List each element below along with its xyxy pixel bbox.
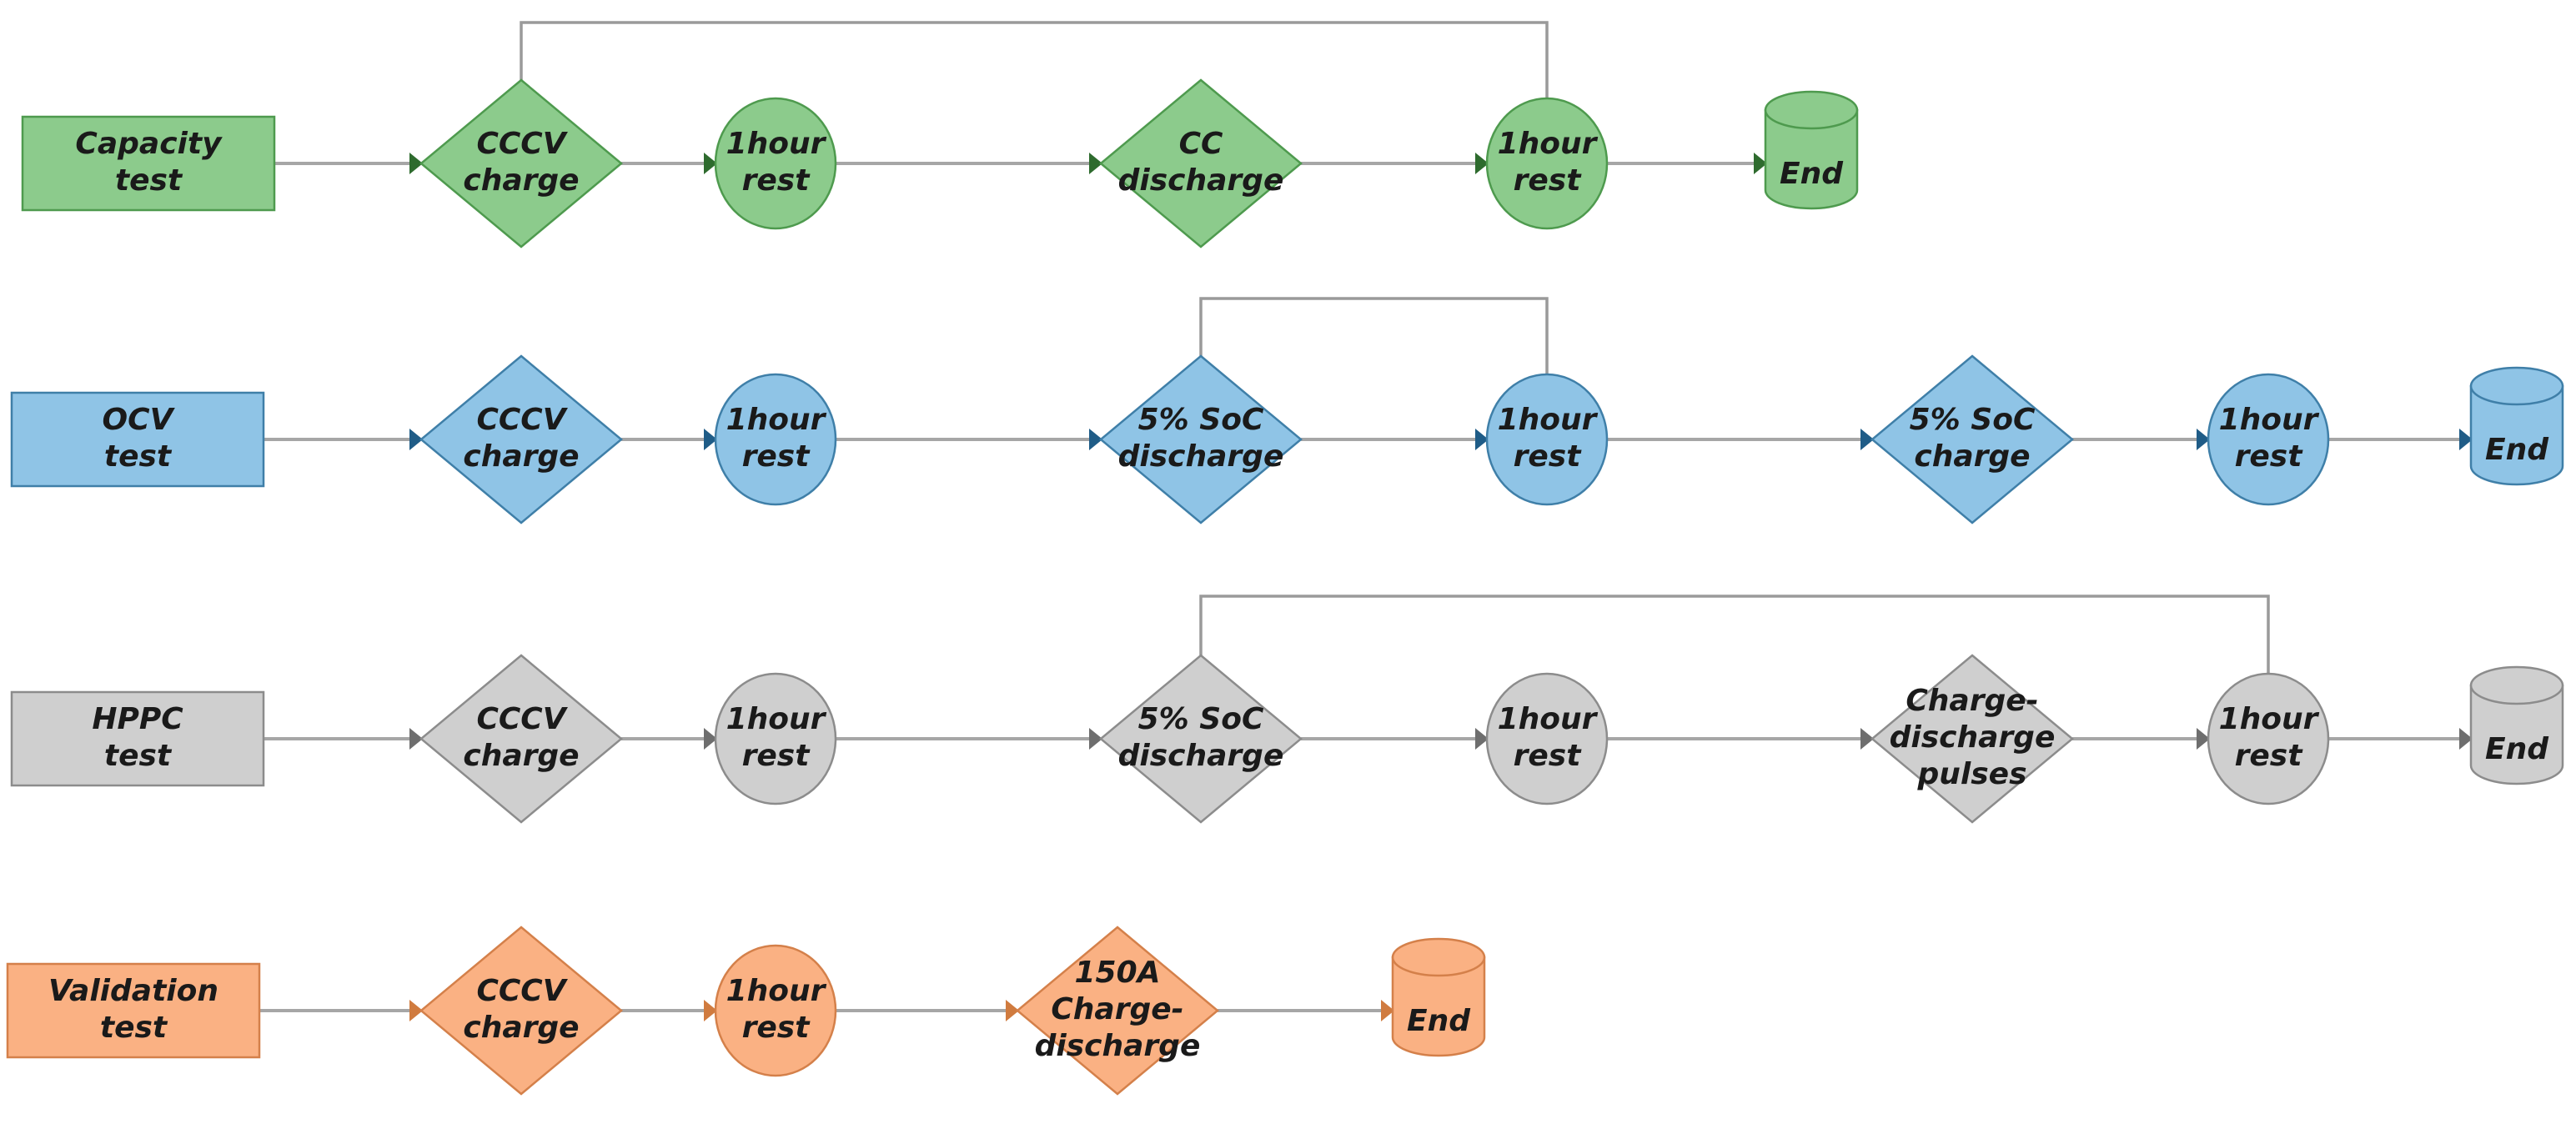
arrowhead-icon xyxy=(1089,728,1102,750)
loopback-line xyxy=(1199,595,2270,689)
arrowhead-icon xyxy=(1754,153,1767,174)
arrowhead-icon xyxy=(704,728,717,750)
loopback-line xyxy=(1199,297,1549,389)
rest-ellipse[interactable] xyxy=(2207,373,2330,506)
decision-diamond[interactable] xyxy=(1016,926,1219,1096)
arrowhead-icon xyxy=(1475,153,1489,174)
terminal-cylinder-body[interactable] xyxy=(1391,956,1486,1057)
arrowhead-icon xyxy=(1475,429,1489,450)
terminal-cylinder-body[interactable] xyxy=(2469,384,2564,486)
arrowhead-icon xyxy=(2197,728,2210,750)
node-ocv-test-7[interactable]: End xyxy=(2469,366,2564,486)
decision-diamond[interactable] xyxy=(419,354,623,524)
arrowhead-icon xyxy=(1006,1000,1019,1021)
rest-ellipse[interactable] xyxy=(1485,97,1609,230)
arrowhead-icon xyxy=(2459,728,2473,750)
arrowhead-icon xyxy=(1089,429,1102,450)
rest-ellipse[interactable] xyxy=(1485,373,1609,506)
decision-diamond[interactable] xyxy=(1870,354,2074,524)
arrowhead-icon xyxy=(704,153,717,174)
arrowhead-icon xyxy=(1089,153,1102,174)
arrowhead-icon xyxy=(1860,728,1874,750)
arrowhead-icon xyxy=(1475,728,1489,750)
rest-ellipse[interactable] xyxy=(714,373,837,506)
arrowhead-icon xyxy=(409,728,423,750)
terminal-cylinder-body[interactable] xyxy=(1764,108,1859,210)
arrowhead-icon xyxy=(409,153,423,174)
process-box[interactable] xyxy=(10,690,265,787)
terminal-cylinder-top[interactable] xyxy=(1391,937,1486,977)
loopback-line xyxy=(520,21,1549,113)
rest-ellipse[interactable] xyxy=(714,97,837,230)
rest-ellipse[interactable] xyxy=(2207,672,2330,805)
decision-diamond[interactable] xyxy=(419,926,623,1096)
terminal-cylinder-top[interactable] xyxy=(2469,366,2564,406)
decision-diamond[interactable] xyxy=(1099,78,1303,248)
arrowhead-icon xyxy=(1860,429,1874,450)
arrowhead-icon xyxy=(704,1000,717,1021)
process-box[interactable] xyxy=(6,962,261,1059)
arrowhead-icon xyxy=(2459,429,2473,450)
decision-diamond[interactable] xyxy=(1099,354,1303,524)
terminal-cylinder-top[interactable] xyxy=(1764,90,1859,130)
decision-diamond[interactable] xyxy=(1099,654,1303,824)
rest-ellipse[interactable] xyxy=(714,944,837,1077)
node-validation-test-4[interactable]: End xyxy=(1391,937,1486,1057)
rest-ellipse[interactable] xyxy=(1485,672,1609,805)
node-capacity-test-5[interactable]: End xyxy=(1764,90,1859,210)
terminal-cylinder-top[interactable] xyxy=(2469,665,2564,705)
arrowhead-icon xyxy=(409,429,423,450)
rest-ellipse[interactable] xyxy=(714,672,837,805)
arrowhead-icon xyxy=(704,429,717,450)
decision-diamond[interactable] xyxy=(1870,654,2074,824)
arrowhead-icon xyxy=(1381,1000,1394,1021)
node-hppc-test-7[interactable]: End xyxy=(2469,665,2564,785)
decision-diamond[interactable] xyxy=(419,78,623,248)
arrowhead-icon xyxy=(409,1000,423,1021)
process-box[interactable] xyxy=(21,115,276,212)
decision-diamond[interactable] xyxy=(419,654,623,824)
arrowhead-icon xyxy=(2197,429,2210,450)
process-box[interactable] xyxy=(10,391,265,488)
terminal-cylinder-body[interactable] xyxy=(2469,684,2564,785)
